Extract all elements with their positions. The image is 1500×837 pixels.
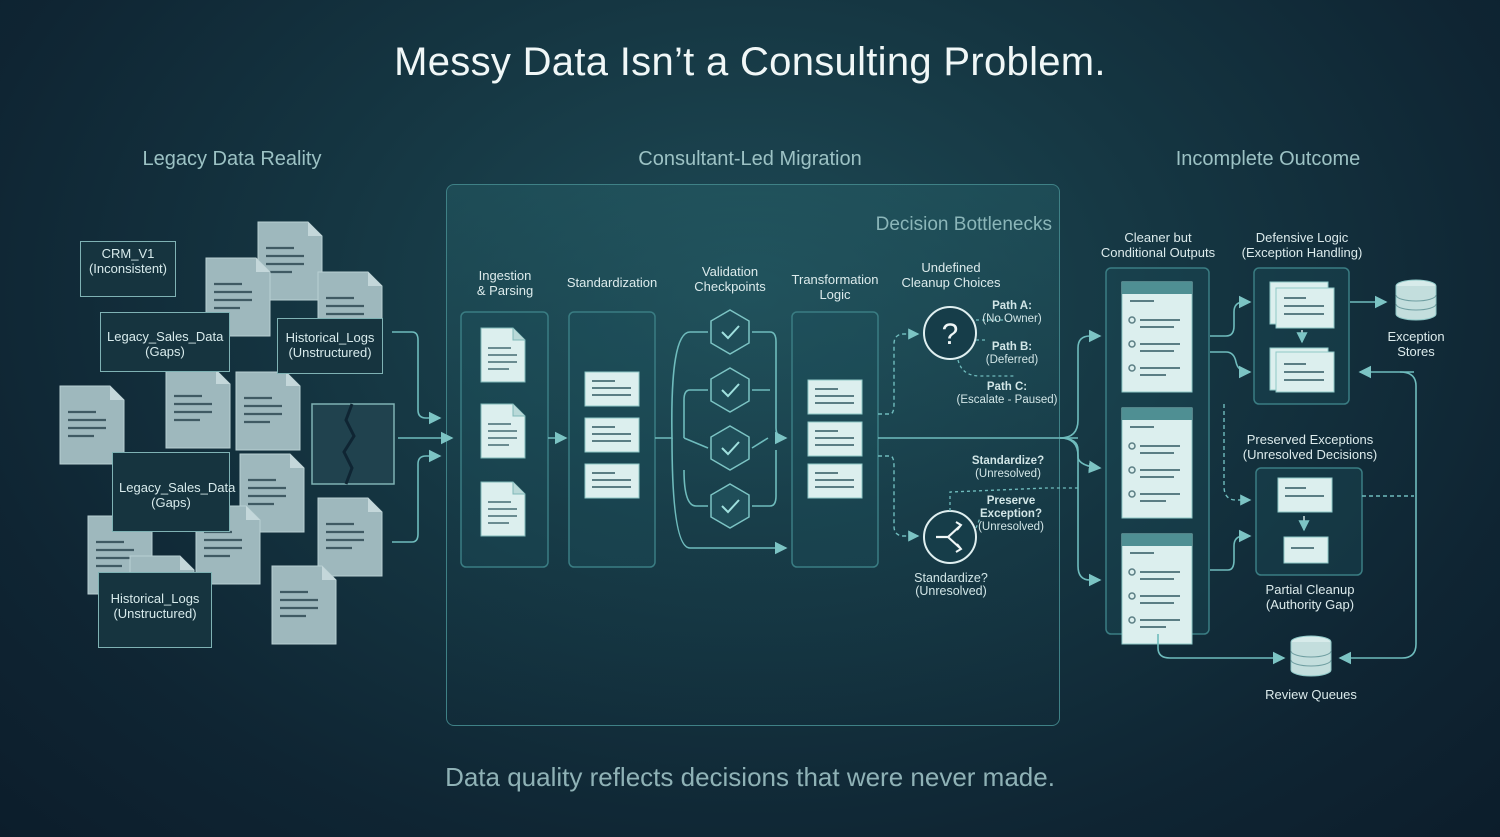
cleaner-outputs-label: Cleaner but Conditional Outputs	[1090, 230, 1226, 260]
branch-mid-title: Exception?	[980, 508, 1042, 520]
defensive-logic-line: Defensive Logic	[1255, 230, 1349, 245]
paper-icon	[270, 564, 338, 646]
section-legacy-heading: Legacy Data Reality	[142, 148, 322, 170]
branch-top-title: Standardize?	[971, 455, 1045, 467]
legacy-card: Historical_Logs (Unstructured)	[277, 318, 383, 374]
path-a-note: (No Owner)	[982, 313, 1042, 325]
branch-top-note: (Unresolved)	[975, 468, 1041, 480]
stage-validation-label: Validation Checkpoints	[680, 264, 780, 294]
stage-standardization-label: Standardization	[566, 275, 658, 290]
record-icon	[807, 421, 863, 457]
legacy-card-sub: (Unstructured)	[113, 606, 197, 621]
path-c-title: Path C:	[986, 381, 1028, 393]
document-icon	[480, 327, 526, 383]
legacy-card-sub: (Gaps)	[151, 495, 191, 510]
cleaner-outputs-line: Conditional Outputs	[1100, 245, 1216, 260]
legacy-card-sub: (Inconsistent)	[88, 261, 168, 276]
stage-transformation-label: Transformation Logic	[780, 272, 890, 302]
record-icon	[807, 463, 863, 499]
stage-undefined-line: Undefined	[921, 260, 981, 275]
defensive-logic-label: Defensive Logic (Exception Handling)	[1234, 230, 1370, 260]
path-c-label: Path C: (Escalate - Paused)	[955, 381, 1059, 407]
path-a-title: Path A:	[992, 300, 1032, 312]
branch-mid-label: Preserve Exception? (Unresolved)	[970, 495, 1052, 534]
section-migration-heading: Consultant-Led Migration	[638, 148, 862, 170]
legacy-card-name: Historical_Logs	[285, 330, 375, 345]
legacy-card-name: CRM_V1	[101, 246, 155, 261]
path-c-note: (Escalate - Paused)	[956, 394, 1058, 406]
tagline: Data quality reflects decisions that wer…	[445, 762, 1055, 792]
output-card-icon	[1121, 281, 1193, 393]
record-icon	[584, 417, 640, 453]
legacy-card-name: Historical_Logs	[110, 591, 200, 606]
legacy-card: Legacy_Sales_Data (Gaps)	[100, 312, 230, 372]
stage-transformation-line: Transformation	[791, 272, 879, 287]
branch-bottom-title: Standardize?	[914, 571, 988, 585]
branch-mid-note: (Unresolved)	[978, 521, 1044, 533]
stage-validation-line: Checkpoints	[694, 279, 766, 294]
page-title: Messy Data Isn’t a Consulting Problem.	[394, 40, 1106, 84]
exception-stores-database-icon	[1395, 279, 1437, 321]
validation-checkpoints	[710, 309, 750, 529]
partial-cleanup-line: Partial Cleanup	[1265, 582, 1355, 597]
cleaner-outputs-line: Cleaner but	[1124, 230, 1192, 245]
legacy-card-sub: (Gaps)	[145, 344, 185, 359]
document-icon	[480, 403, 526, 459]
preserved-exceptions-line: Preserved Exceptions	[1246, 432, 1374, 447]
stage-ingestion-label: Ingestion & Parsing	[455, 268, 555, 298]
stage-transformation-line: Logic	[819, 287, 851, 302]
document-icon	[480, 481, 526, 537]
legacy-card-name: Legacy_Sales_Data	[119, 480, 236, 495]
torn-document-icon	[311, 403, 395, 485]
legacy-card: Legacy_Sales_Data (Gaps)	[112, 452, 236, 532]
path-b-label: Path B: (Deferred)	[982, 341, 1042, 367]
legacy-papers	[58, 220, 395, 646]
stage-validation-line: Validation	[701, 264, 759, 279]
path-b-title: Path B:	[991, 341, 1033, 353]
decision-bottlenecks-label: Decision Bottlenecks	[875, 214, 1052, 235]
record-icon	[584, 463, 640, 499]
exception-stores-line: Exception	[1387, 329, 1445, 344]
stage-undefined-label: Undefined Cleanup Choices	[890, 260, 1012, 290]
output-card-icon	[1121, 533, 1193, 645]
section-outcome-heading: Incomplete Outcome	[1175, 148, 1361, 170]
question-icon	[923, 306, 977, 360]
branch-bottom-label: Standardize? (Unresolved)	[906, 572, 996, 598]
path-b-note: (Deferred)	[985, 354, 1039, 366]
paper-icon	[234, 370, 302, 452]
paper-icon	[316, 496, 384, 578]
exception-stores-label: Exception Stores	[1376, 329, 1456, 359]
path-a-label: Path A: (No Owner)	[980, 300, 1044, 326]
branch-bottom-note: (Unresolved)	[915, 584, 987, 598]
review-queues-database-icon	[1290, 635, 1332, 677]
review-queues-label: Review Queues	[1265, 687, 1357, 702]
partial-cleanup-label: Partial Cleanup (Authority Gap)	[1250, 582, 1370, 612]
record-icon	[807, 379, 863, 415]
legacy-card: CRM_V1 (Inconsistent)	[80, 241, 176, 297]
preserved-exceptions-label: Preserved Exceptions (Unresolved Decisio…	[1230, 432, 1390, 462]
stage-undefined-line: Cleanup Choices	[901, 275, 1001, 290]
partial-cleanup-line: (Authority Gap)	[1265, 597, 1355, 612]
legacy-card: Historical_Logs (Unstructured)	[98, 572, 212, 648]
stage-ingestion-line: Ingestion	[478, 268, 532, 283]
preserved-exceptions-line: (Unresolved Decisions)	[1242, 447, 1378, 462]
stage-ingestion-line: & Parsing	[476, 283, 534, 298]
legacy-card-name: Legacy_Sales_Data	[107, 329, 224, 344]
defensive-logic-line: (Exception Handling)	[1241, 245, 1363, 260]
branch-mid-title: Preserve	[986, 495, 1036, 507]
record-icon	[584, 371, 640, 407]
branch-icon	[923, 510, 977, 564]
output-card-icon	[1121, 407, 1193, 519]
paper-icon	[164, 368, 232, 450]
svg-text:?: ?	[942, 318, 959, 351]
exception-stores-line: Stores	[1397, 344, 1435, 359]
legacy-card-sub: (Unstructured)	[288, 345, 372, 360]
branch-top-label: Standardize? (Unresolved)	[968, 455, 1048, 481]
